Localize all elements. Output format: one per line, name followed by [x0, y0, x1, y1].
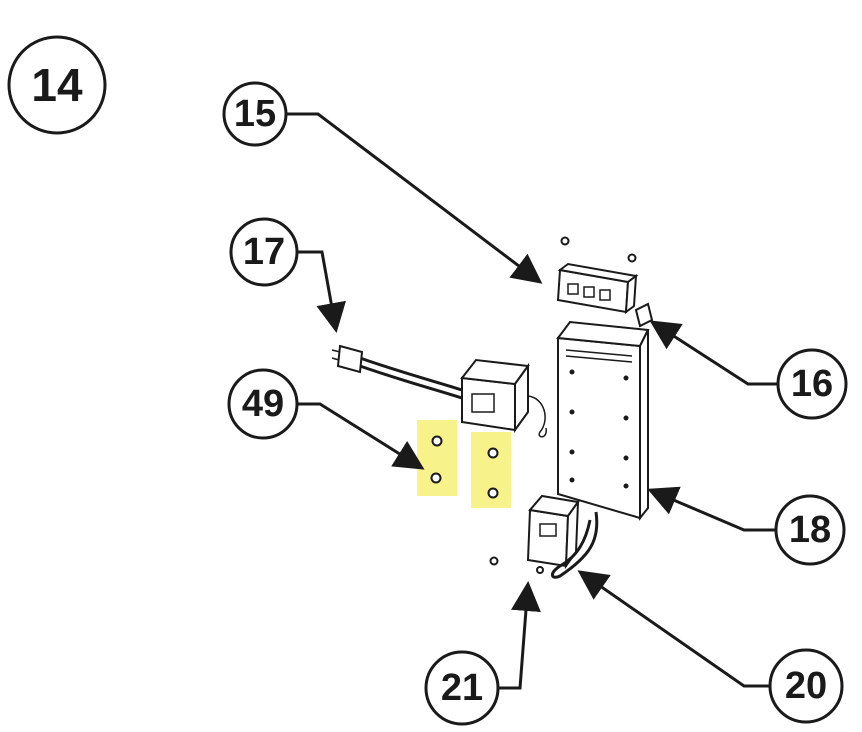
circuit-board-part-18: [556, 320, 650, 521]
transformer-part-17: [331, 344, 547, 438]
callout-20: 20: [768, 648, 844, 724]
callout-16: 16: [776, 348, 848, 420]
callout-49: 49: [227, 368, 299, 440]
callout-16-label: 16: [791, 363, 833, 405]
screw: [487, 487, 499, 499]
leader-15: [286, 112, 543, 284]
screw: [560, 236, 570, 246]
callout-49-label: 49: [242, 383, 284, 425]
screws-49: [430, 435, 499, 499]
callout-20-label: 20: [785, 665, 827, 707]
screw: [430, 472, 442, 484]
wire-part-20: [551, 511, 599, 579]
callout-15-label: 15: [234, 93, 276, 135]
callout-18-label: 18: [789, 509, 831, 551]
screw: [431, 435, 443, 447]
leader-20: [577, 570, 770, 688]
leader-49: [297, 402, 425, 470]
leader-17: [297, 250, 346, 333]
figure-number-ring: [7, 35, 107, 135]
bracket-part-15: [556, 262, 639, 315]
figure-number: 14: [31, 59, 83, 111]
callout-17-label: 17: [243, 231, 285, 273]
leader-16: [649, 320, 778, 386]
callout-21-label: 21: [441, 667, 483, 709]
leader-21: [498, 581, 541, 690]
callout-15: 15: [222, 81, 288, 147]
screw: [487, 447, 499, 459]
screw: [627, 253, 637, 263]
clip-part-16: [634, 302, 654, 328]
module-part-21: [526, 494, 580, 574]
figure-number-badge: 14: [7, 35, 107, 135]
callout-17: 17: [229, 217, 299, 287]
callout-21: 21: [424, 650, 500, 726]
highlight-patch-left: [417, 420, 457, 496]
leader-18: [647, 486, 776, 532]
screw: [489, 556, 499, 566]
callout-18: 18: [774, 494, 846, 566]
